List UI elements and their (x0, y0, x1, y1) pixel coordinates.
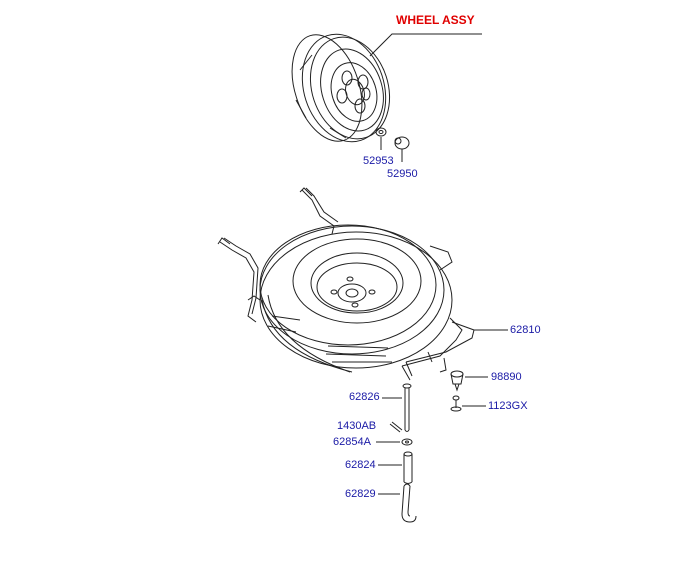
wheel-rim-drawing (291, 33, 391, 143)
part-label-1430AB[interactable]: 1430AB (337, 420, 377, 432)
part-label-52953[interactable]: 52953 (363, 155, 394, 167)
part-label-1123GX[interactable]: 1123GX (488, 400, 528, 412)
part-label-52950[interactable]: 52950 (387, 168, 418, 180)
washer-62854A-drawing (376, 438, 413, 446)
cap-52950-drawing (394, 136, 410, 162)
carrier-bracket-drawing (217, 187, 475, 381)
part-label-62854A[interactable]: 62854A (333, 436, 371, 448)
sleeve-62824-drawing (378, 451, 413, 484)
part-label-62824[interactable]: 62824 (345, 459, 376, 471)
part-label-98890[interactable]: 98890 (491, 371, 522, 383)
screw-1123GX-drawing (450, 395, 486, 412)
pin-1430AB-drawing (389, 421, 403, 433)
spare-tire-drawing (259, 224, 453, 373)
part-label-62829[interactable]: 62829 (345, 488, 376, 500)
bolt-62826-drawing (382, 383, 412, 432)
part-label-62826[interactable]: 62826 (349, 391, 380, 403)
part-label-62810[interactable]: 62810 (510, 324, 541, 336)
wheel-assy-title[interactable]: WHEEL ASSY (396, 13, 475, 27)
hook-62829-drawing (378, 483, 417, 523)
lug-nut-52953-drawing (375, 127, 387, 150)
clip-98890-drawing (450, 370, 488, 392)
